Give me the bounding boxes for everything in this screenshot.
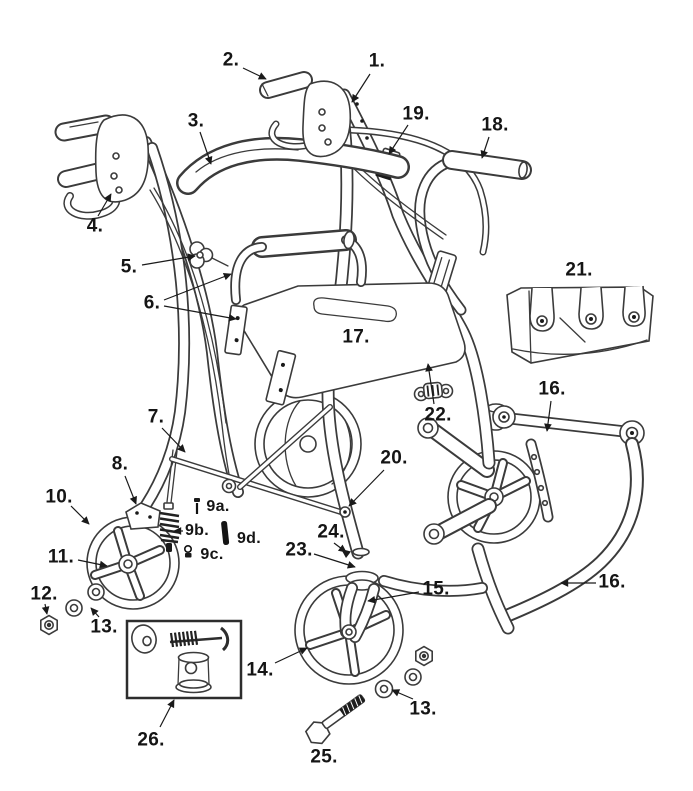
right-nut-washers	[374, 645, 433, 699]
cross-braces	[169, 404, 351, 518]
leader-line-5	[141, 253, 196, 266]
folding-side-frame	[378, 405, 645, 635]
right-handle-assembly	[259, 71, 352, 158]
seat-handle-slot	[313, 297, 397, 323]
leader-line-8	[124, 475, 137, 505]
right-rear-wheel-assembly	[417, 403, 541, 545]
storage-pouch	[506, 285, 654, 364]
leader-line-20	[348, 469, 385, 507]
leader-line-6	[163, 305, 237, 322]
push-handle	[442, 150, 532, 180]
leader-line-18	[480, 136, 490, 159]
leader-line-19	[388, 124, 409, 155]
leader-line-12	[41, 603, 50, 615]
pin-9a-icon	[194, 498, 200, 514]
leader-line-3	[199, 131, 213, 165]
leader-line-10	[70, 505, 90, 525]
leader-line-16a	[544, 400, 552, 432]
left-rear-wheel-assembly	[86, 502, 180, 610]
axle-bolt	[304, 694, 366, 745]
rod-9d-icon	[221, 520, 230, 545]
kit-cap	[175, 651, 212, 694]
leader-line-11	[77, 559, 108, 569]
left-nut-washers	[40, 583, 105, 636]
leader-line-23	[313, 553, 356, 569]
leader-line-22	[425, 363, 435, 405]
leader-line-26	[159, 699, 175, 728]
leader-line-6	[163, 273, 232, 301]
leader-line-13b	[391, 689, 414, 700]
leader-line-14	[274, 647, 308, 664]
leader-line-15	[367, 591, 420, 604]
leader-line-1	[351, 73, 371, 103]
leader-line-7	[161, 427, 186, 453]
front-caster-assembly	[294, 547, 404, 685]
kit-bolt	[169, 626, 230, 652]
tension-knob	[189, 241, 229, 269]
seat-back-bar	[230, 229, 367, 305]
leader-line-13a	[90, 607, 100, 618]
brake-spring	[159, 502, 180, 552]
hinge-plate-lower	[265, 349, 297, 406]
left-handle-assembly	[54, 114, 150, 220]
slide-clamp	[413, 381, 454, 402]
leader-line-24	[333, 542, 347, 553]
wheel-bracket	[125, 502, 161, 530]
leader-line-4	[97, 193, 112, 217]
leader-line-2	[242, 67, 267, 80]
screw-9c-icon	[184, 544, 193, 558]
hardware-kit-box	[125, 619, 243, 700]
